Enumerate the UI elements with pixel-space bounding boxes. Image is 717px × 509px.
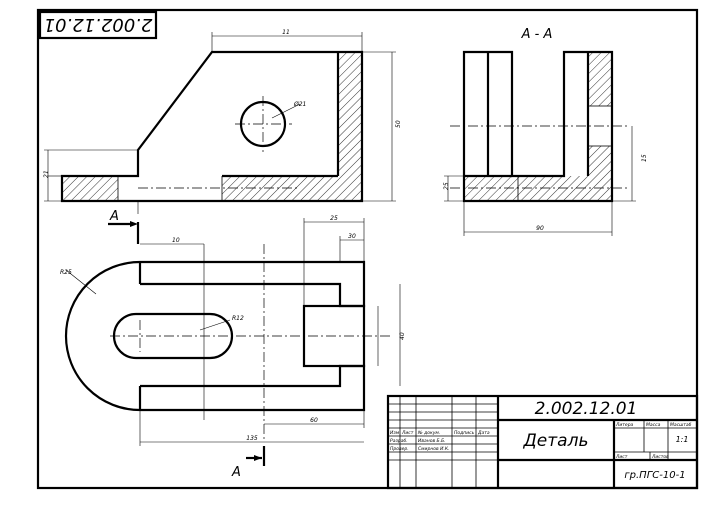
tb-scale: 1:1 xyxy=(676,435,689,444)
dim-plan-r25: R25 xyxy=(60,269,72,276)
section-mark-bottom: А xyxy=(231,446,266,480)
dim-hole-dia: Ø21 xyxy=(293,101,306,108)
dim-plan-25: 25 xyxy=(330,215,338,222)
plan-slot xyxy=(112,312,234,360)
dim-height-right: 50 xyxy=(395,120,402,128)
tb-col-list: Лист xyxy=(401,430,414,436)
tb-row-check: Провер. xyxy=(390,446,409,452)
dim-plan-10: 10 xyxy=(172,237,180,244)
stamp-box: 2.002.12.01 xyxy=(38,10,158,40)
dim-plan-r12: R12 xyxy=(232,315,244,322)
tb-row-dev: Разраб. xyxy=(390,438,408,444)
tb-col-litera: Литера xyxy=(615,422,634,428)
tb-col-sheets: Листов xyxy=(651,454,669,460)
section-mark-top: А xyxy=(108,209,140,244)
dim-plan-40: 40 xyxy=(399,332,406,340)
plan-view: 10 25 30 40 60 135 R25 R12 xyxy=(60,215,406,446)
dim-section-h1: 15 xyxy=(641,154,648,162)
cut-label-bottom: А xyxy=(231,465,241,480)
stamp-code: 2.002.12.01 xyxy=(44,14,153,35)
section-view: А - А 90 25 15 xyxy=(443,27,648,236)
dim-left-step: 21 xyxy=(43,170,50,178)
front-view: Ø21 11 50 21 xyxy=(43,29,402,214)
tb-group: гр.ПГС-10-1 xyxy=(624,470,685,481)
tb-col-doc: № докум. xyxy=(417,430,440,436)
tb-dev-name: Иванов Б.Б. xyxy=(418,438,446,444)
dim-plan-30: 30 xyxy=(348,233,356,240)
tb-col-sign: Подпись xyxy=(454,430,475,436)
dim-top-width: 11 xyxy=(282,29,290,36)
tb-col-mass: Масса xyxy=(646,422,661,428)
tb-code: 2.002.12.01 xyxy=(535,399,638,419)
tb-col-date: Дата xyxy=(477,430,490,436)
tb-col-sheet: Лист xyxy=(615,454,628,460)
tb-name: Деталь xyxy=(523,431,589,451)
title-block: Изм Лист № докум. Подпись Дата Разраб. И… xyxy=(386,394,699,490)
tb-col-izm: Изм xyxy=(390,430,400,436)
tb-col-scale: Масштаб xyxy=(670,422,692,428)
cut-label-top: А xyxy=(109,209,119,224)
dim-plan-60: 60 xyxy=(310,417,318,424)
tb-check-name: Смирнов И.К. xyxy=(418,446,450,452)
dim-section-width: 90 xyxy=(536,225,544,232)
sheet-border xyxy=(36,8,699,490)
dim-plan-135: 135 xyxy=(246,435,258,442)
section-title: А - А xyxy=(521,27,553,42)
dim-section-h2: 25 xyxy=(443,182,450,190)
